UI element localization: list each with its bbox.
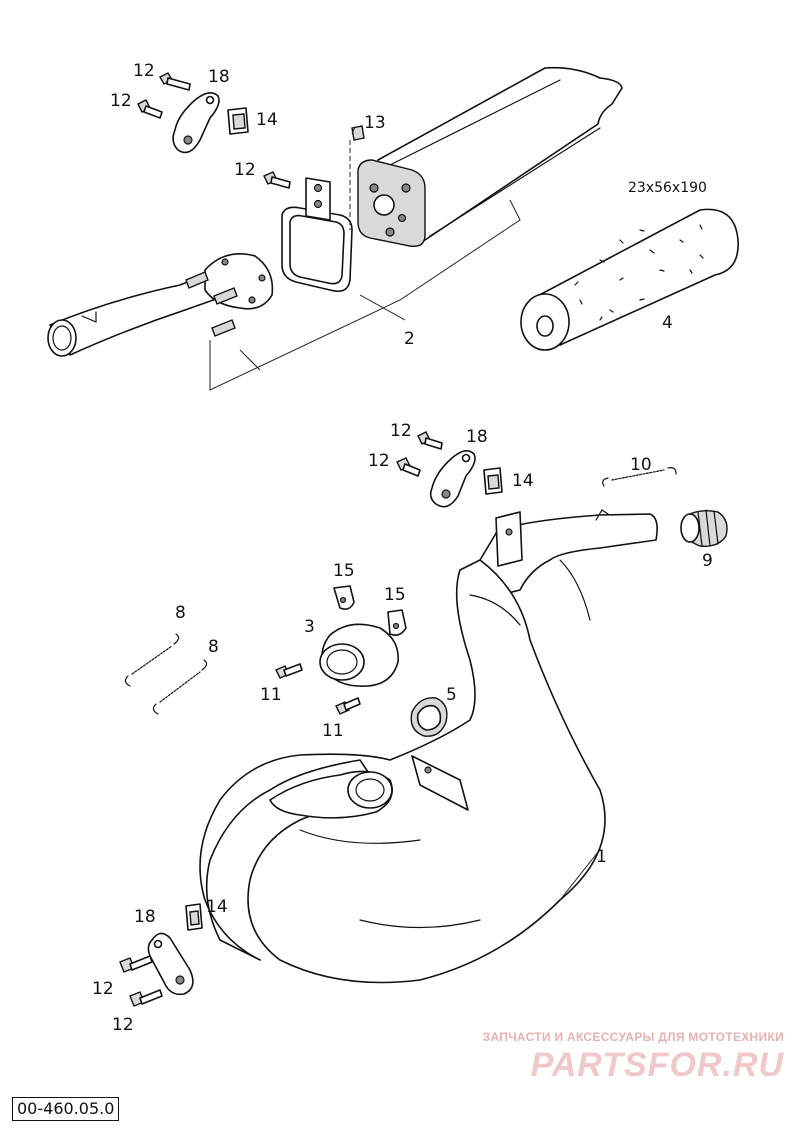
- callout-14: 14: [512, 471, 534, 491]
- callout-12: 12: [110, 91, 132, 111]
- callout-3: 3: [304, 617, 315, 637]
- callout-10: 10: [630, 455, 652, 475]
- bolt-12-mid-a: [417, 431, 443, 450]
- silencer-inlet-pipe: [47, 253, 274, 357]
- tab-15-b: [387, 609, 407, 636]
- callout-12: 12: [368, 451, 390, 471]
- clip-nut-14-top: [227, 107, 249, 135]
- insert-dimensions: 23x56x190: [628, 180, 707, 196]
- drawing-code: 00-460.05.0: [12, 1097, 120, 1121]
- bolt-11-b: [335, 697, 361, 715]
- bolt-12-bottom-b: [129, 989, 163, 1007]
- spring-8-a: [124, 633, 180, 687]
- callout-11: 11: [260, 685, 282, 705]
- callout-4: 4: [662, 313, 673, 333]
- exhaust-flange-3: [319, 623, 399, 687]
- callout-18: 18: [134, 907, 156, 927]
- bolt-12-bottom-a: [119, 955, 153, 973]
- callout-12: 12: [112, 1015, 134, 1035]
- callout-12: 12: [390, 421, 412, 441]
- callout-18: 18: [208, 67, 230, 87]
- bolt-12-top-a: [159, 72, 191, 91]
- nut-13: [351, 125, 365, 141]
- callout-8: 8: [175, 603, 186, 623]
- callout-14: 14: [256, 110, 278, 130]
- flange-bolts: [185, 271, 238, 337]
- callout-12: 12: [92, 979, 114, 999]
- silencer-clamp-bracket: [281, 177, 353, 293]
- callout-12: 12: [133, 61, 155, 81]
- mount-plate-18-mid: [429, 450, 476, 508]
- callout-13: 13: [364, 113, 386, 133]
- callout-14: 14: [206, 897, 228, 917]
- mount-plate-18-top: [172, 92, 220, 154]
- callout-12: 12: [234, 160, 256, 180]
- tab-15-a: [333, 585, 355, 610]
- callout-5: 5: [446, 685, 457, 705]
- watermark-logo: PARTSFOR.RU: [530, 1046, 784, 1084]
- expansion-chamber-1: [199, 509, 658, 984]
- watermark-subtitle: ЗАПЧАСТИ И АКСЕССУАРЫ ДЛЯ МОТОТЕХНИКИ: [482, 1030, 784, 1044]
- bolt-12-top-b: [137, 99, 163, 119]
- bolt-11-a: [275, 663, 303, 679]
- clip-nut-14-bottom: [185, 903, 203, 931]
- callout-18: 18: [466, 427, 488, 447]
- callout-2: 2: [404, 329, 415, 349]
- callout-9: 9: [702, 551, 713, 571]
- callout-11: 11: [322, 721, 344, 741]
- silencer: [357, 66, 623, 247]
- bolt-12-mid-b: [396, 457, 421, 477]
- gasket-5: [410, 697, 448, 737]
- callout-15: 15: [333, 561, 355, 581]
- spring-10: [602, 467, 677, 487]
- watermark: ЗАПЧАСТИ И АКСЕССУАРЫ ДЛЯ МОТОТЕХНИКИ PA…: [483, 1030, 784, 1085]
- callout-1: 1: [596, 847, 607, 867]
- group-2-outline: [209, 199, 521, 391]
- callout-15: 15: [384, 585, 406, 605]
- callout-8: 8: [208, 637, 219, 657]
- rubber-grommet-9: [680, 509, 728, 547]
- mount-plate-18-bottom: [147, 932, 194, 996]
- spring-8-b: [152, 659, 208, 715]
- silencer-packing-insert: [520, 208, 739, 351]
- bolt-12-top-c: [263, 171, 291, 189]
- clip-nut-14-mid: [483, 467, 503, 495]
